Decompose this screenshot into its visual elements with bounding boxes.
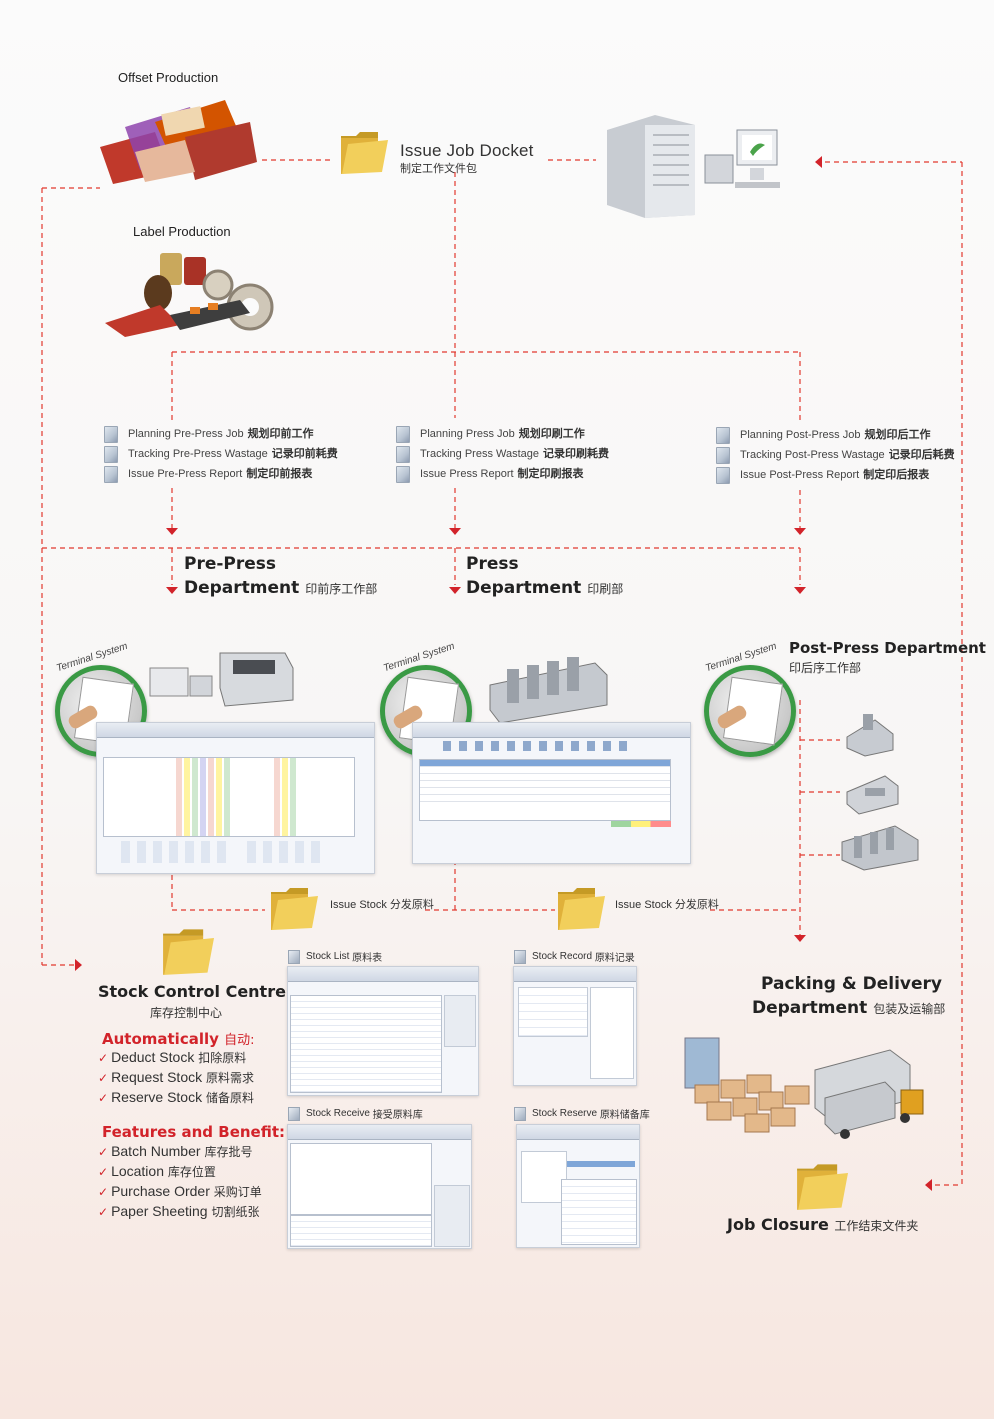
stock-control-title-cn: 库存控制中心 — [150, 1004, 222, 1021]
stock-record-title: Stock Record 原料记录 — [514, 949, 635, 964]
document-icon — [716, 447, 730, 464]
issue-job-docket-title: Issue Job Docket — [400, 141, 534, 161]
offset-production-illustration — [95, 92, 260, 187]
label-production-label: Label Production — [133, 224, 231, 239]
list-item: ✓Deduct Stock 扣除原料 — [98, 1048, 254, 1068]
stock-control-folder-icon[interactable] — [158, 925, 218, 977]
document-icon — [396, 426, 410, 443]
job-closure-folder-icon[interactable] — [792, 1160, 852, 1212]
check-icon: ✓ — [98, 1091, 108, 1105]
automatic-features-list: ✓Deduct Stock 扣除原料 ✓Request Stock 原料需求 ✓… — [98, 1048, 254, 1108]
stock-receive-title: Stock Receive 接受原料库 — [288, 1106, 423, 1121]
document-icon — [104, 446, 118, 463]
stock-record-screen[interactable] — [513, 966, 637, 1086]
document-icon — [396, 466, 410, 483]
list-item: ✓Paper Sheeting 切割纸张 — [98, 1202, 262, 1222]
prepress-printers-illustration — [145, 638, 295, 708]
check-icon: ✓ — [98, 1185, 108, 1199]
list-item: ✓Purchase Order 采购订单 — [98, 1182, 262, 1202]
list-item: ✓Batch Number 库存批号 — [98, 1142, 262, 1162]
issue-stock-label: Issue Stock 分发原料 — [330, 896, 434, 912]
packing-department-heading-line1: Packing & Delivery — [761, 972, 942, 996]
packing-department-heading-line2: Department 包装及运输部 — [752, 996, 945, 1021]
list-item: ✓Reserve Stock 储备原料 — [98, 1088, 254, 1108]
stock-list-title: Stock List 原料表 — [288, 949, 382, 964]
prepress-job-grid[interactable] — [103, 757, 355, 837]
postpress-machine-3-illustration — [840, 822, 920, 872]
check-icon: ✓ — [98, 1205, 108, 1219]
features-heading: Features and Benefit: — [102, 1123, 285, 1141]
features-list: ✓Batch Number 库存批号 ✓Location 库存位置 ✓Purch… — [98, 1142, 262, 1222]
document-icon — [716, 427, 730, 444]
document-icon — [288, 1107, 300, 1121]
check-icon: ✓ — [98, 1145, 108, 1159]
list-item: ✓Location 库存位置 — [98, 1162, 262, 1182]
stock-control-title: Stock Control Centre — [98, 982, 286, 1001]
check-icon: ✓ — [98, 1071, 108, 1085]
document-icon — [288, 950, 300, 964]
stock-reserve-title: Stock Reserve 原料储备库 — [514, 1106, 650, 1121]
document-icon — [104, 426, 118, 443]
issue-job-docket-folder-icon[interactable] — [338, 128, 388, 168]
document-icon — [514, 1107, 526, 1121]
postpress-machine-2-illustration — [845, 770, 900, 815]
packing-delivery-illustration — [665, 1030, 930, 1140]
press-job-screen[interactable] — [412, 722, 691, 864]
check-icon: ✓ — [98, 1165, 108, 1179]
list-item: ✓Request Stock 原料需求 — [98, 1068, 254, 1088]
offset-production-label: Offset Production — [118, 70, 218, 85]
postpress-machine-1-illustration — [845, 712, 895, 757]
issue-stock-label: Issue Stock 分发原料 — [615, 896, 719, 912]
postpress-department-heading: Post-Press Department 印后序工作部 — [789, 638, 986, 678]
issue-stock-folder-icon[interactable] — [555, 884, 605, 924]
document-icon — [716, 467, 730, 484]
automatically-heading: Automatically 自动: — [102, 1029, 255, 1048]
job-closure-title: Job Closure 工作结束文件夹 — [727, 1215, 918, 1234]
press-machine-illustration — [485, 655, 610, 725]
document-icon — [514, 950, 526, 964]
server-workstation-illustration — [605, 110, 785, 220]
press-job-grid[interactable] — [419, 759, 671, 821]
issue-job-docket-cn: 制定工作文件包 — [400, 160, 477, 176]
label-production-illustration — [100, 245, 280, 340]
terminal-touch-badge[interactable] — [704, 665, 796, 757]
prepress-department-heading: Pre-Press Department 印前序工作部 — [184, 552, 377, 601]
stock-list-screen[interactable] — [287, 966, 479, 1096]
document-icon — [104, 466, 118, 483]
issue-stock-folder-icon[interactable] — [268, 884, 318, 924]
stock-receive-screen[interactable] — [287, 1124, 472, 1249]
check-icon: ✓ — [98, 1051, 108, 1065]
prepress-job-screen[interactable] — [96, 722, 375, 874]
document-icon — [396, 446, 410, 463]
stock-reserve-screen[interactable] — [516, 1124, 640, 1248]
press-department-heading: Press Department 印刷部 — [466, 552, 623, 601]
